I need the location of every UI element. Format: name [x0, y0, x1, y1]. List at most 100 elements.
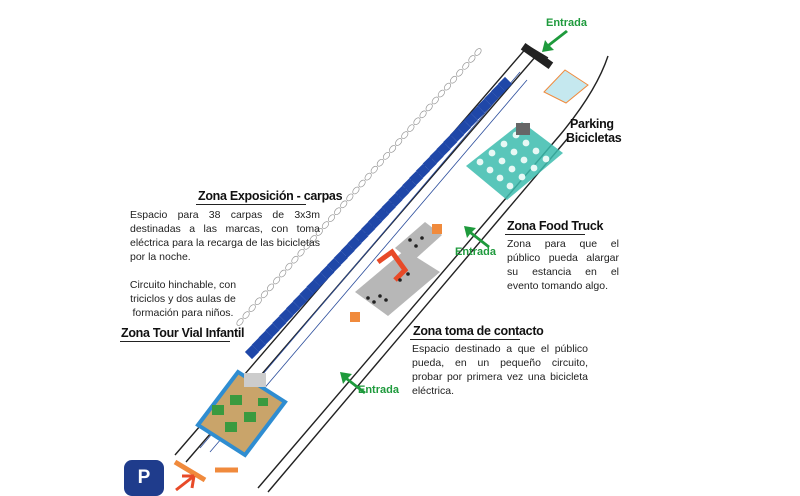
table — [496, 174, 504, 182]
table — [532, 147, 540, 155]
test-track-area-2 — [395, 222, 442, 262]
track-dot — [372, 300, 376, 304]
food-truck-area — [466, 122, 563, 200]
entrance-bottom-label: Entrada — [358, 384, 399, 396]
table — [530, 164, 538, 172]
tent — [497, 76, 513, 92]
track-dot — [414, 244, 418, 248]
test-track-red-arch — [376, 248, 409, 282]
car-outline — [321, 221, 329, 229]
kids-classroom — [244, 373, 266, 387]
tour-vial-pre: Circuito hinchable, con triciclos y dos … — [129, 279, 237, 319]
car-outline — [462, 62, 470, 70]
entrance-top-arrow-icon — [542, 30, 568, 52]
car-outline — [450, 75, 458, 84]
entrance-mid-arrow-icon — [464, 226, 490, 248]
car-outline — [340, 200, 348, 209]
table — [486, 166, 494, 174]
entrance-gate-top — [520, 42, 554, 70]
car-outline — [266, 283, 275, 292]
car-outline — [376, 158, 384, 167]
tour-vial-underline — [120, 341, 230, 342]
entrance-top-label: Entrada — [546, 17, 587, 29]
car-outline — [364, 172, 372, 181]
track-dot — [378, 294, 382, 298]
car-outline — [248, 304, 256, 312]
car-outline — [242, 311, 250, 319]
car-outline — [254, 297, 262, 306]
test-track-area-1 — [355, 250, 440, 316]
zona-tour-vial-title: Zona Tour Vial Infantil — [121, 326, 245, 340]
track-dot — [408, 238, 412, 242]
car-outline — [419, 110, 427, 119]
car-outline — [315, 228, 323, 236]
table — [542, 155, 550, 163]
zona-food-truck-desc: Zona para que el público pueda alargar s… — [507, 238, 619, 292]
tent-row — [244, 76, 513, 360]
food-truck-vehicle — [516, 123, 530, 135]
parking-arrow-icon — [175, 474, 196, 492]
track-dot — [406, 272, 410, 276]
car-outline — [309, 235, 317, 243]
car-outline — [279, 269, 287, 278]
orange-marker-1 — [432, 224, 442, 234]
track-dot — [398, 278, 402, 282]
car-outline — [273, 276, 281, 285]
car-outline — [413, 117, 421, 126]
parking-icon: P — [124, 460, 164, 496]
table — [510, 148, 518, 156]
zona-food-truck-title: Zona Food Truck — [507, 219, 604, 233]
car-outline — [285, 262, 293, 271]
table — [498, 157, 506, 165]
car-outline — [358, 179, 366, 188]
bike-parking-area — [543, 69, 589, 104]
table — [508, 165, 516, 173]
toma-contacto-underline — [410, 339, 520, 340]
car-outline — [352, 186, 360, 195]
car-outline — [401, 131, 409, 139]
car-outline — [437, 89, 445, 98]
table — [506, 182, 514, 190]
entrance-bottom-arrow-icon — [340, 372, 366, 394]
table — [518, 173, 526, 181]
car-outline — [389, 145, 397, 153]
car-outline — [291, 255, 299, 264]
test-track-dots — [366, 236, 424, 304]
zona-toma-contacto-desc: Espacio destinado a que el público pueda… — [412, 343, 588, 397]
car-outline — [431, 96, 439, 105]
zona-exposicion-desc: Espacio para 38 carpas de 3x3m destinada… — [130, 209, 320, 263]
parking-bicicletas-line2: Bicicletas — [566, 131, 622, 145]
car-outline — [474, 48, 482, 56]
car-outline — [297, 248, 305, 257]
entrance-mid-label: Entrada — [455, 246, 496, 258]
table — [520, 156, 528, 164]
kids-zone-elements — [212, 395, 268, 432]
car-outline — [456, 68, 464, 77]
zona-toma-contacto-title: Zona toma de contacto — [413, 324, 544, 338]
table — [500, 140, 508, 148]
track-dot — [366, 296, 370, 300]
zona-exposicion-underline — [196, 204, 306, 205]
car-outline — [346, 193, 354, 202]
table — [488, 149, 496, 157]
table — [476, 158, 484, 166]
car-outline — [260, 290, 268, 299]
car-outlines — [236, 48, 482, 326]
track-dot — [420, 236, 424, 240]
car-outline — [468, 55, 476, 63]
car-outline — [334, 207, 342, 216]
car-outline — [327, 214, 336, 222]
bottom-access-orange — [173, 459, 238, 483]
car-outline — [443, 82, 452, 91]
food-truck-underline — [505, 234, 585, 235]
car-outline — [303, 242, 311, 250]
car-outline — [382, 152, 391, 160]
car-outline — [425, 103, 433, 112]
car-outline — [395, 138, 403, 146]
zona-exposicion-title: Zona Exposición - carpas — [198, 189, 343, 203]
kids-zone-area — [195, 369, 288, 458]
car-outline — [236, 318, 244, 326]
parking-bicicletas-line1: Parking — [570, 117, 614, 131]
car-outline — [370, 165, 378, 174]
